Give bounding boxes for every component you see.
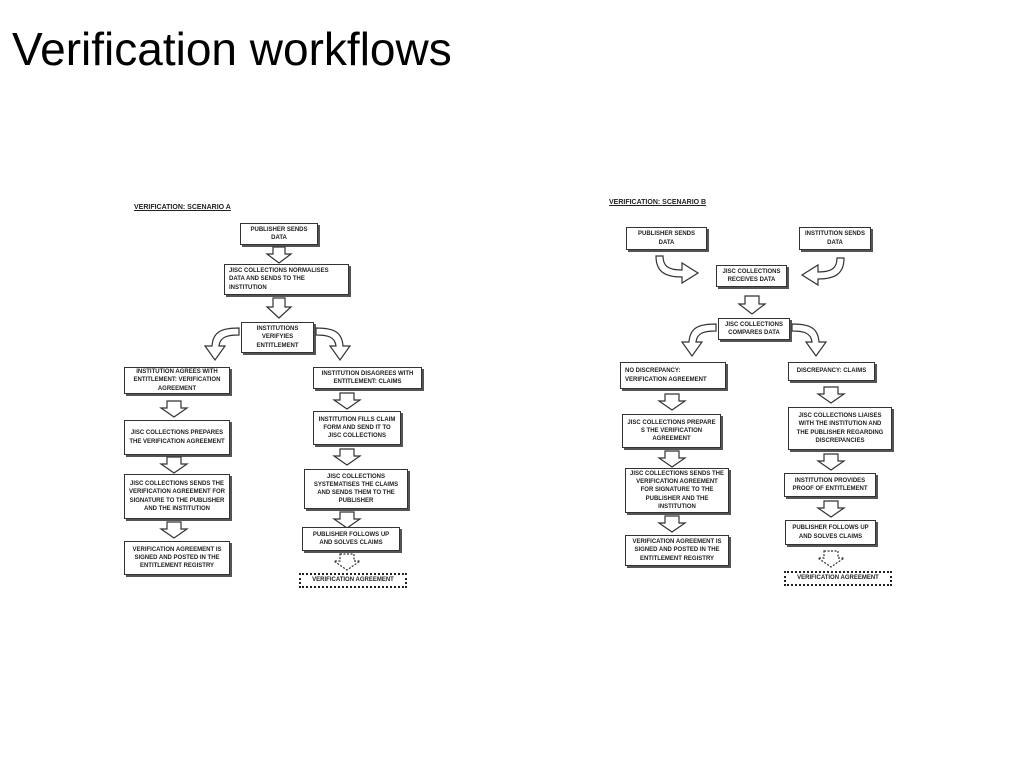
b-receives-box: JISC COLLECTIONS RECEIVES DATA bbox=[716, 265, 787, 287]
b-final-box: VERIFICATION AGREEMENT bbox=[784, 571, 892, 586]
a-down-arrow-1 bbox=[265, 246, 293, 264]
b-compares-box: JISC COLLECTIONS COMPARES DATA bbox=[718, 318, 790, 340]
b-follows-up-box: PUBLISHER FOLLOWS UP AND SOLVES CLAIMS bbox=[785, 520, 876, 545]
a-down-arrow-4 bbox=[159, 456, 189, 474]
b-liaises-box: JISC COLLECTIONS LIAISES WITH THE INSTIT… bbox=[788, 407, 892, 450]
a-fills-claim-box: INSTITUTION FILLS CLAIM FORM AND SEND IT… bbox=[313, 411, 401, 445]
b-prepares-box: JISC COLLECTIONS PREPARE S THE VERIFICAT… bbox=[622, 414, 721, 448]
b-proof-box: INSTITUTION PROVIDES PROOF OF ENTITLEMEN… bbox=[784, 473, 876, 497]
b-curved-arrow-right bbox=[791, 323, 828, 358]
b-down-arrow-7 bbox=[816, 500, 846, 518]
a-down-arrow-3 bbox=[159, 400, 189, 418]
a-down-arrow-5 bbox=[159, 521, 189, 539]
b-curved-arrow-in-left bbox=[655, 255, 700, 285]
a-prepares-box: JISC COLLECTIONS PREPARES THE VERIFICATI… bbox=[124, 420, 230, 455]
a-curved-arrow-right bbox=[315, 327, 352, 362]
a-normalises-box: JISC COLLECTIONS NORMALISES DATA AND SEN… bbox=[224, 264, 349, 295]
b-down-arrow-5 bbox=[816, 386, 846, 404]
b-down-arrow-4 bbox=[657, 515, 687, 533]
a-down-arrow-8 bbox=[332, 511, 362, 529]
a-dashed-down-arrow bbox=[332, 553, 362, 571]
b-down-arrow-6 bbox=[816, 453, 846, 471]
b-institution-sends-box: INSTITUTION SENDS DATA bbox=[799, 227, 871, 250]
scenario-a-heading: VERIFICATION: SCENARIO A bbox=[134, 204, 231, 211]
a-final-box: VERIFICATION AGREEMENT bbox=[299, 573, 407, 588]
a-systematises-box: JISC COLLECTIONS SYSTEMATISES THE CLAIMS… bbox=[304, 469, 408, 509]
b-sends-agreement-box: JISC COLLECTIONS SENDS THE VERIFICATION … bbox=[625, 468, 729, 513]
a-down-arrow-2 bbox=[265, 297, 293, 319]
a-disagrees-box: INSTITUTION DISAGREES WITH ENTITLEMENT: … bbox=[313, 367, 422, 389]
a-signed-posted-box: VERIFICATION AGREEMENT IS SIGNED AND POS… bbox=[124, 541, 230, 575]
a-down-arrow-6 bbox=[332, 392, 362, 410]
b-down-arrow-1 bbox=[737, 295, 767, 315]
b-signed-posted-box: VERIFICATION AGREEMENT IS SIGNED AND POS… bbox=[625, 535, 729, 566]
b-no-discrepancy-box: NO DISCREPANCY: VERIFICATION AGREEMENT bbox=[620, 362, 726, 389]
slide-title: Verification workflows bbox=[12, 23, 452, 75]
a-curved-arrow-left bbox=[203, 327, 240, 362]
a-verifies-box: INSTITUTIONS VERIFYIES ENTITLEMENT bbox=[241, 322, 314, 353]
a-sends-agreement-box: JISC COLLECTIONS SENDS THE VERIFICATION … bbox=[124, 474, 230, 519]
b-down-arrow-2 bbox=[657, 393, 687, 411]
a-publisher-sends-box: PUBLISHER SENDS DATA bbox=[240, 223, 318, 245]
b-curved-arrow-left bbox=[680, 323, 717, 358]
scenario-b-heading: VERIFICATION: SCENARIO B bbox=[609, 199, 707, 206]
b-discrepancy-box: DISCREPANCY: CLAIMS bbox=[788, 362, 875, 381]
b-dashed-down-arrow bbox=[816, 550, 846, 568]
a-agrees-box: INSTITUTION AGREES WITH ENTITLEMENT: VER… bbox=[124, 367, 230, 394]
b-curved-arrow-in-right bbox=[800, 257, 845, 287]
a-down-arrow-7 bbox=[332, 448, 362, 466]
a-follows-up-box: PUBLISHER FOLLOWS UP AND SOLVES CLAIMS bbox=[302, 527, 400, 551]
b-down-arrow-3 bbox=[657, 450, 687, 468]
b-publisher-sends-box: PUBLISHER SENDS DATA bbox=[626, 227, 707, 250]
